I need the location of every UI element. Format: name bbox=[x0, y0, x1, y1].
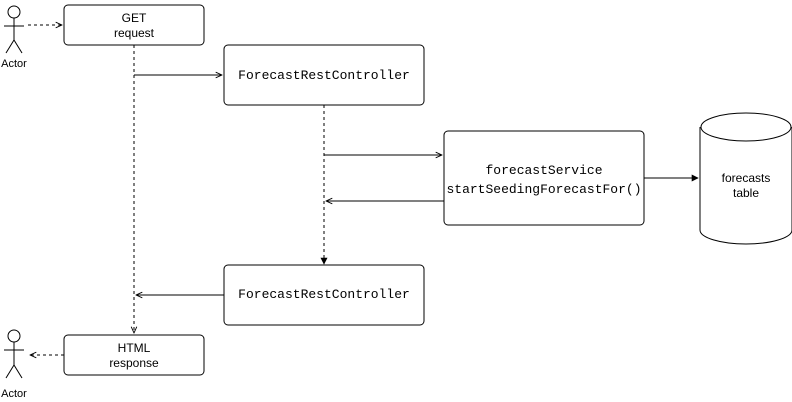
controller-top-box: ForecastRestController bbox=[223, 44, 425, 106]
html-response-line1: HTML bbox=[118, 341, 151, 355]
controller-top-label: ForecastRestController bbox=[238, 68, 410, 83]
controller-bottom-label: ForecastRestController bbox=[238, 287, 410, 302]
get-request-box: GET request bbox=[63, 4, 205, 46]
actor-bottom-icon bbox=[4, 329, 24, 379]
service-line1: forecastService bbox=[485, 163, 602, 178]
get-request-line1: GET bbox=[122, 11, 147, 25]
actor-bottom-label: Actor bbox=[1, 388, 27, 400]
actor-top-label: Actor bbox=[1, 58, 27, 70]
html-response-box: HTML response bbox=[63, 334, 205, 376]
database-cylinder: forecasts table bbox=[699, 112, 792, 245]
database-line2: table bbox=[733, 186, 759, 200]
database-line1: forecasts bbox=[722, 171, 771, 185]
controller-bottom-box: ForecastRestController bbox=[223, 264, 425, 326]
get-request-line2: request bbox=[114, 26, 155, 40]
actor-top-icon bbox=[4, 5, 24, 54]
service-line2: startSeedingForecastFor() bbox=[446, 182, 641, 197]
service-box: forecastService startSeedingForecastFor(… bbox=[443, 130, 645, 226]
html-response-line2: response bbox=[109, 356, 159, 370]
